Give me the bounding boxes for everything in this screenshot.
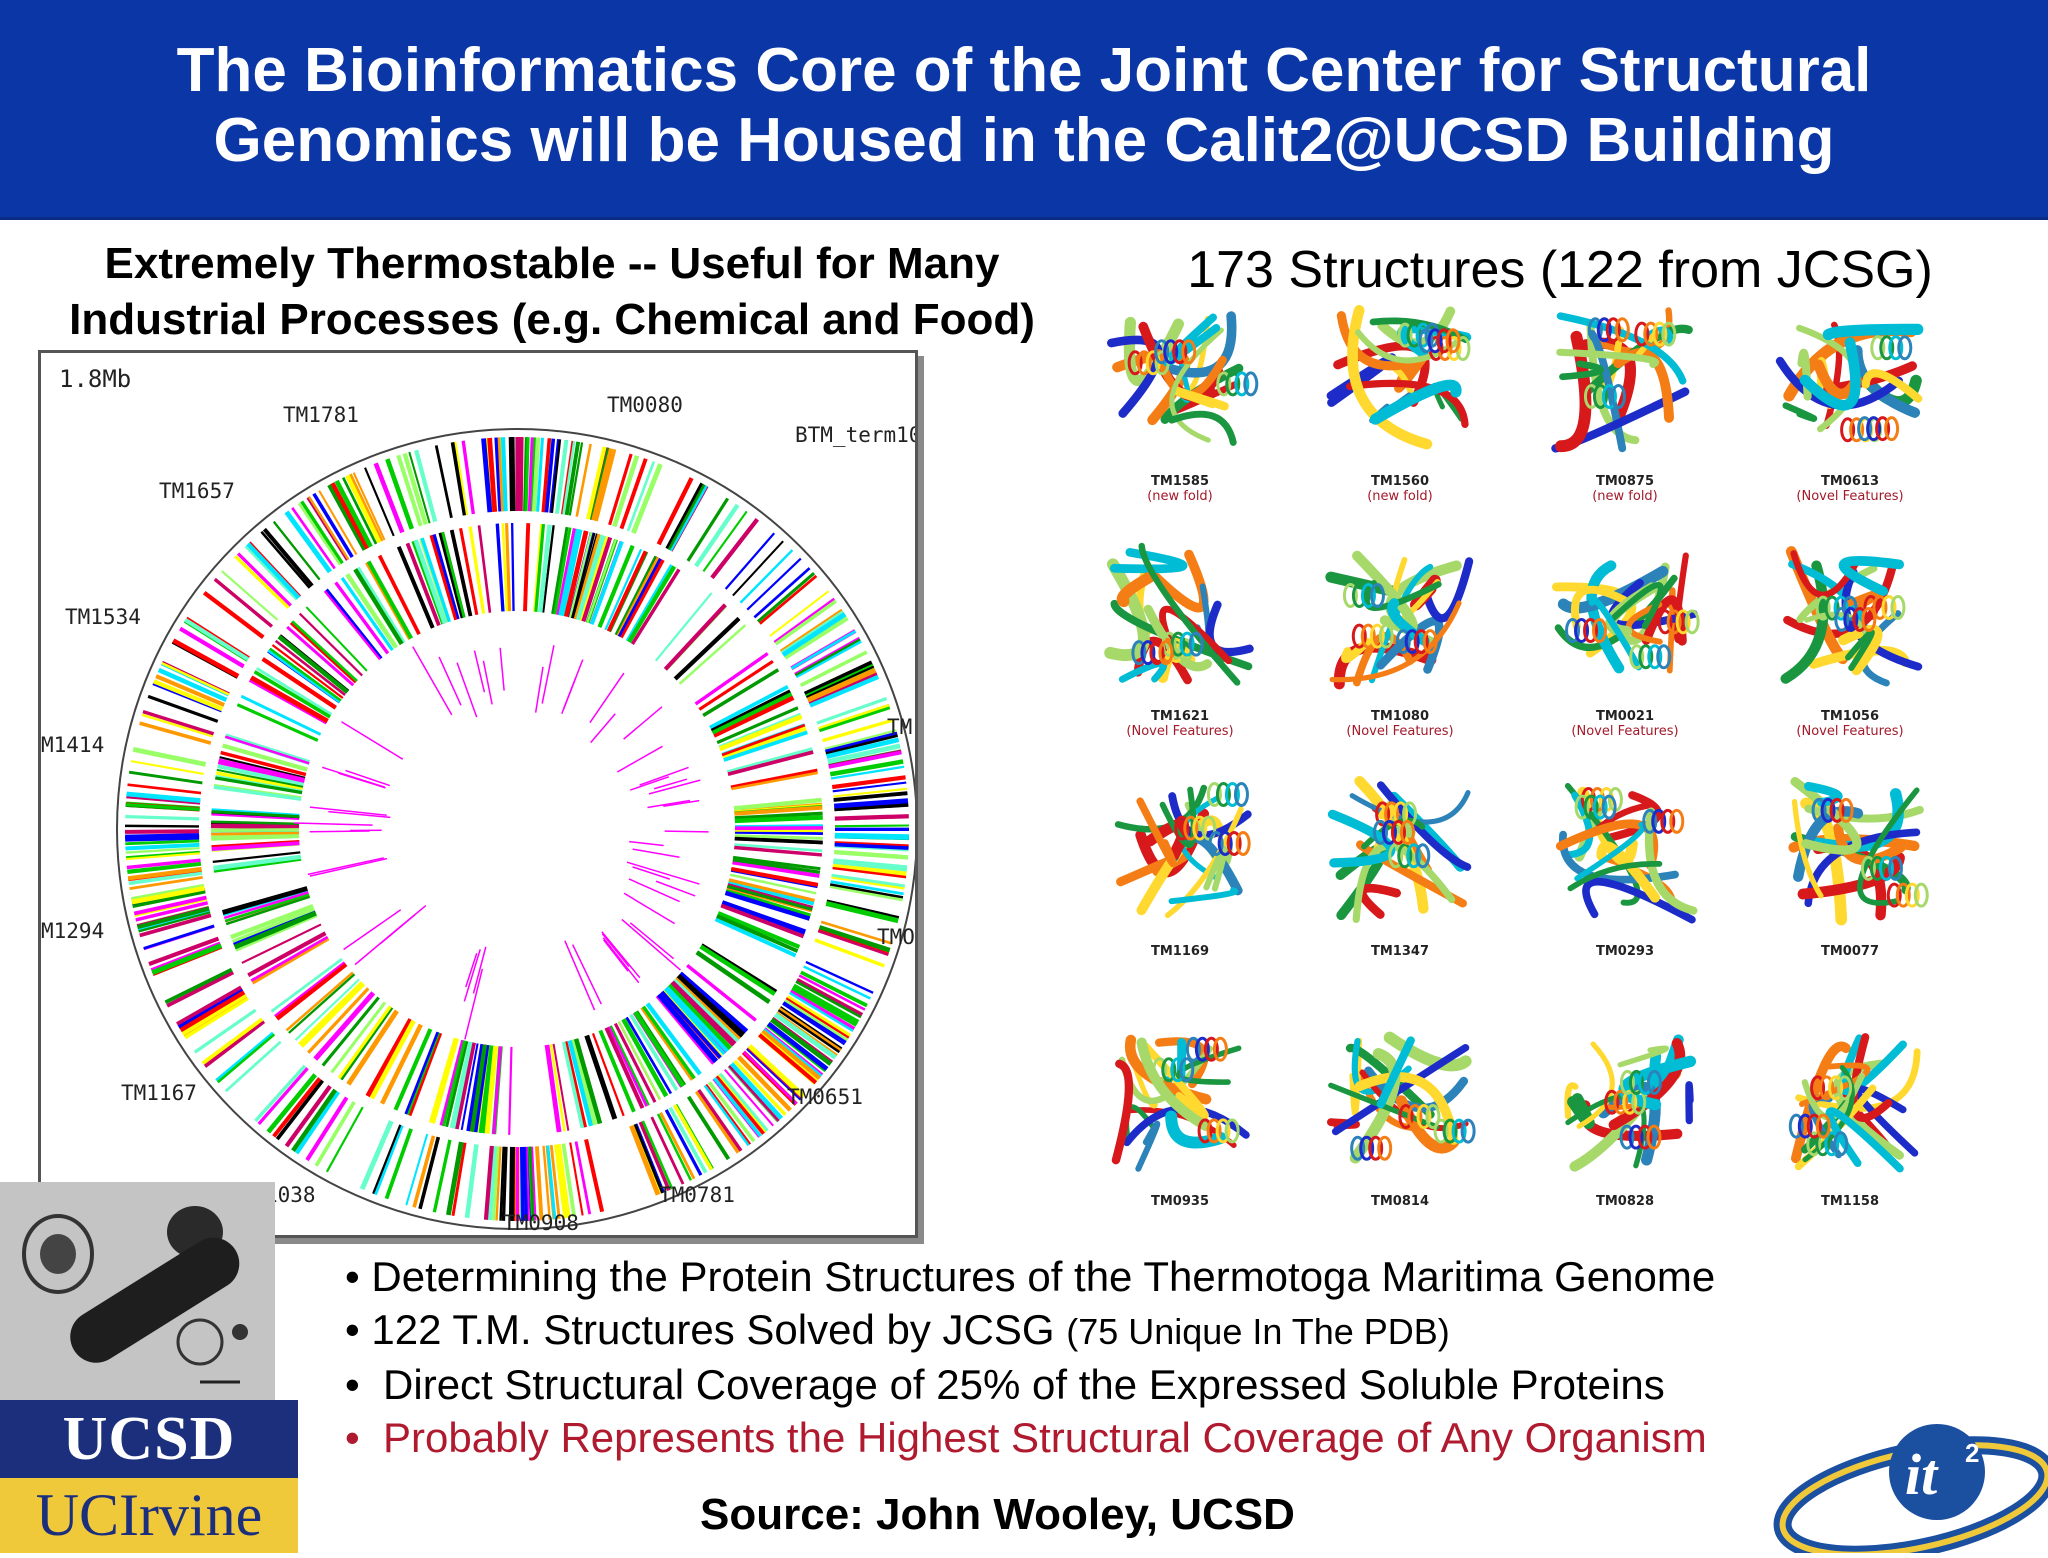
bullet-item: • Determining the Protein Structures of … (345, 1250, 1845, 1303)
gene-label: TM1657 (159, 479, 235, 503)
genome-map: 1.8Mb TM1781 TM0080 BTM_term10 TM1657 TM… (38, 350, 918, 1238)
protein-structure: TM0935 (1070, 1010, 1290, 1209)
source-credit: Source: John Wooley, UCSD (700, 1490, 1295, 1540)
protein-id-label: TM1560 (1290, 474, 1510, 489)
ribbon-model-icon (1750, 760, 1950, 940)
gene-label: TM0651 (787, 1085, 863, 1109)
protein-id-label: TM0828 (1515, 1194, 1735, 1209)
protein-structure: TM1056(Novel Features) (1740, 525, 1960, 739)
it2-logo-text: it (1905, 1442, 1939, 1507)
ribbon-model-icon (1525, 525, 1725, 705)
ribbon-model-icon (1080, 760, 1280, 940)
gene-label: BTM_term10 (795, 423, 918, 447)
protein-structure: TM1585(new fold) (1070, 290, 1290, 504)
gene-label: TM1167 (121, 1081, 197, 1105)
protein-note-label: (new fold) (1290, 489, 1510, 504)
bullet-item: • 122 T.M. Structures Solved by JCSG (75… (345, 1303, 1845, 1358)
ribbon-model-icon (1300, 1010, 1500, 1190)
protein-id-label: TM0814 (1290, 1194, 1510, 1209)
bullet-item-highlight: • Probably Represents the Highest Struct… (345, 1411, 1845, 1464)
ribbon-model-icon (1525, 760, 1725, 940)
protein-id-label: TM0613 (1740, 474, 1960, 489)
ribbon-model-icon (1300, 760, 1500, 940)
protein-id-label: TM1585 (1070, 474, 1290, 489)
ucsd-logo: UCSD (0, 1400, 298, 1478)
protein-structure: TM1169 (1070, 760, 1290, 959)
protein-id-label: TM0935 (1070, 1194, 1290, 1209)
protein-structure: TM0293 (1515, 760, 1735, 959)
protein-note-label: (Novel Features) (1740, 724, 1960, 739)
gene-label: M1414 (41, 733, 104, 757)
gene-label: TM0080 (607, 393, 683, 417)
gene-label: TM0781 (659, 1183, 735, 1207)
protein-structure: TM0875(new fold) (1515, 290, 1735, 504)
gene-label: TM1534 (65, 605, 141, 629)
gene-label: TM (887, 715, 912, 739)
gene-label: TM0908 (503, 1211, 579, 1235)
gene-label: TM1781 (283, 403, 359, 427)
gene-label: M1294 (41, 919, 104, 943)
gene-label: TMO (877, 925, 915, 949)
thermostable-heading-line-1: Extremely Thermostable -- Useful for Man… (22, 236, 1082, 292)
ribbon-model-icon (1080, 1010, 1280, 1190)
protein-id-label: TM0875 (1515, 474, 1735, 489)
title-line-2: Genomics will be Housed in the Calit2@UC… (0, 106, 2048, 176)
protein-structure: TM0021(Novel Features) (1515, 525, 1735, 739)
ribbon-model-icon (1750, 525, 1950, 705)
protein-note-label: (new fold) (1515, 489, 1735, 504)
protein-id-label: TM0077 (1740, 944, 1960, 959)
ribbon-model-icon (1300, 525, 1500, 705)
protein-structure: TM1347 (1290, 760, 1510, 959)
protein-note-label: (Novel Features) (1740, 489, 1960, 504)
ribbon-model-icon (1525, 290, 1725, 470)
bullet-item: • Direct Structural Coverage of 25% of t… (345, 1358, 1845, 1411)
uc-irvine-logo: UCIrvine (0, 1478, 298, 1553)
svg-text:2: 2 (1965, 1438, 1979, 1468)
protein-id-label: TM1621 (1070, 709, 1290, 724)
thermotoga-micrograph (0, 1182, 275, 1402)
protein-id-label: TM0021 (1515, 709, 1735, 724)
ribbon-model-icon (1525, 1010, 1725, 1190)
protein-id-label: TM1158 (1740, 1194, 1960, 1209)
thermostable-heading: Extremely Thermostable -- Useful for Man… (22, 236, 1082, 348)
ribbon-model-icon (1750, 290, 1950, 470)
protein-id-label: TM1169 (1070, 944, 1290, 959)
genome-size-label: 1.8Mb (59, 365, 131, 393)
protein-structure: TM0077 (1740, 760, 1960, 959)
protein-structure: TM1158 (1740, 1010, 1960, 1209)
calit2-logo: it 2 (1765, 1410, 2048, 1553)
ribbon-model-icon (1080, 290, 1280, 470)
ribbon-model-icon (1300, 290, 1500, 470)
protein-note-label: (new fold) (1070, 489, 1290, 504)
protein-note-label: (Novel Features) (1290, 724, 1510, 739)
protein-structure: TM1560(new fold) (1290, 290, 1510, 504)
protein-note-label: (Novel Features) (1070, 724, 1290, 739)
protein-structure: TM0828 (1515, 1010, 1735, 1209)
protein-id-label: TM0293 (1515, 944, 1735, 959)
protein-id-label: TM1080 (1290, 709, 1510, 724)
protein-structure: TM0814 (1290, 1010, 1510, 1209)
protein-structure: TM1621(Novel Features) (1070, 525, 1290, 739)
thermostable-heading-line-2: Industrial Processes (e.g. Chemical and … (22, 292, 1082, 348)
protein-note-label: (Novel Features) (1515, 724, 1735, 739)
bullet-list: • Determining the Protein Structures of … (345, 1250, 1845, 1464)
title-banner: The Bioinformatics Core of the Joint Cen… (0, 0, 2048, 220)
protein-id-label: TM1347 (1290, 944, 1510, 959)
protein-id-label: TM1056 (1740, 709, 1960, 724)
protein-structure: TM0613(Novel Features) (1740, 290, 1960, 504)
title-line-1: The Bioinformatics Core of the Joint Cen… (0, 36, 2048, 106)
ribbon-model-icon (1750, 1010, 1950, 1190)
protein-structure: TM1080(Novel Features) (1290, 525, 1510, 739)
ribbon-model-icon (1080, 525, 1280, 705)
